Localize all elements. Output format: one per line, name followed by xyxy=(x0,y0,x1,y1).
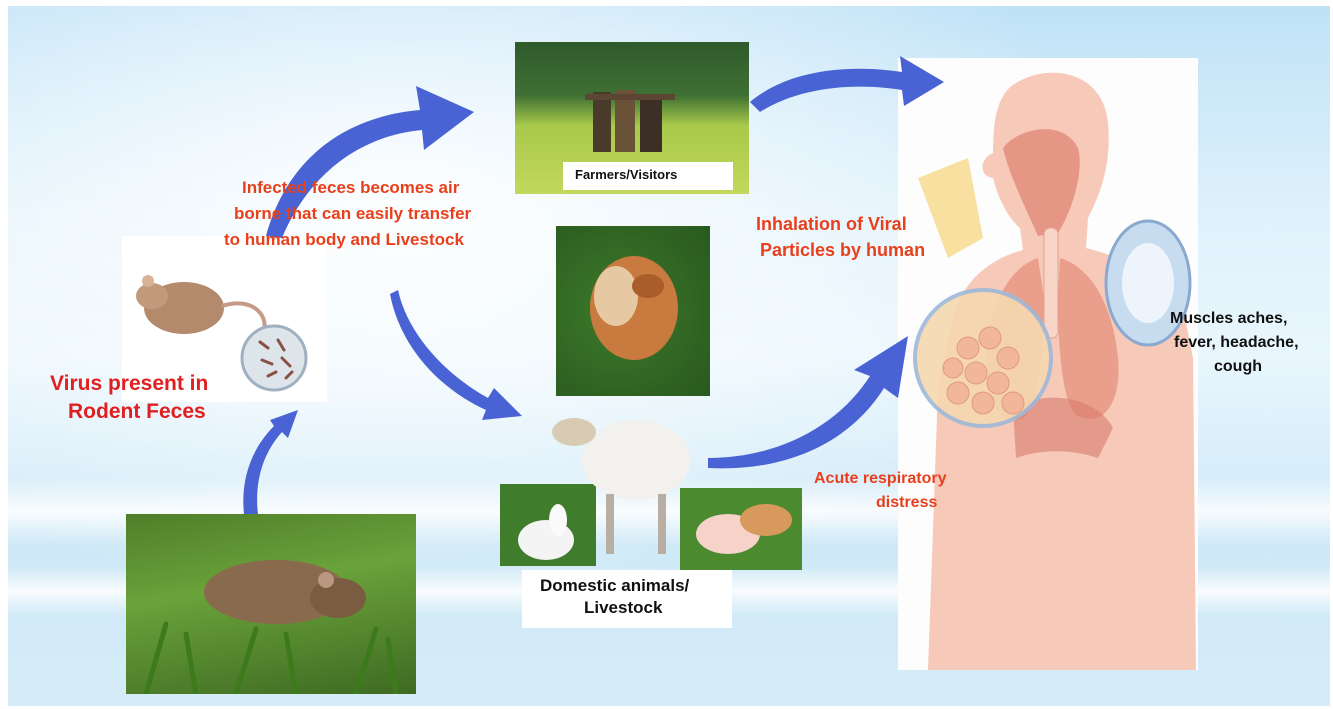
symptoms-label-line3: cough xyxy=(1214,358,1262,376)
arrow-livestock-to-human xyxy=(708,336,908,468)
inhalation-label-line2: Particles by human xyxy=(760,240,925,261)
diagram-canvas: Farmers/Visitors xyxy=(8,6,1330,706)
airborne-label-line3: to human body and Livestock xyxy=(224,230,464,250)
acute-label-line2: distress xyxy=(876,494,937,512)
airborne-label-line1: Infected feces becomes air xyxy=(242,178,459,198)
airborne-label-line2: borne that can easily transfer xyxy=(234,204,471,224)
arrow-to-livestock xyxy=(390,290,522,420)
symptoms-label-line2: fever, headache, xyxy=(1174,334,1299,352)
rodent-virus-label-line1: Virus present in xyxy=(50,372,208,396)
acute-label-line1: Acute respiratory xyxy=(814,470,947,488)
arrow-farmers-to-human xyxy=(750,56,944,112)
rodent-virus-label-line2: Rodent Feces xyxy=(68,400,206,424)
arrow-rat-to-rodent xyxy=(243,410,298,514)
inhalation-label-line1: Inhalation of Viral xyxy=(756,214,907,235)
flow-arrows xyxy=(8,6,1330,706)
symptoms-label-line1: Muscles aches, xyxy=(1170,310,1287,328)
